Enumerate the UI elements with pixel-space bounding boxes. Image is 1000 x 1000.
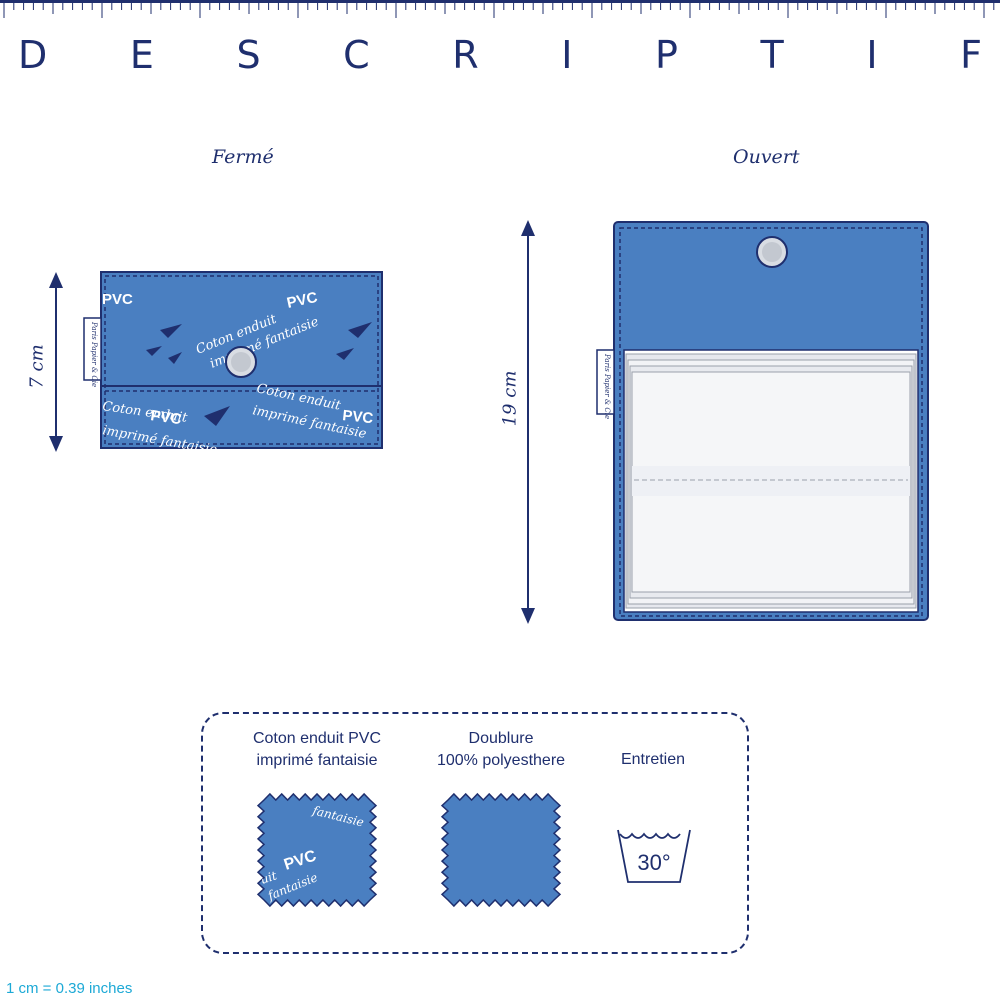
swatch-print-text: uit (259, 868, 279, 886)
open-view-label: Ouvert (733, 146, 800, 168)
conversion-footnote: 1 cm = 0.39 inches (6, 980, 133, 997)
title-letter: F (960, 33, 982, 77)
print-badge: PVC (285, 289, 319, 312)
open-height-arrow (521, 220, 535, 624)
open-wallet-illustration: Paris Papier & Cie (596, 221, 929, 621)
wash-30-icon: 30° (617, 829, 691, 883)
title-letter: S (236, 33, 261, 77)
fabric-info-line2: imprimé fantaisie (256, 752, 378, 769)
title-letter: R (452, 33, 479, 77)
fabric-info-line1: Coton enduit PVC (252, 730, 382, 747)
title-letter: D (18, 33, 48, 77)
title-letter: E (129, 33, 154, 77)
title-letter: C (343, 33, 370, 77)
lining-info-label: Doublure 100% polyesthere (406, 728, 596, 772)
wallet-tag-text: Paris Papier & Cie (603, 353, 611, 419)
print-badge: PVC (149, 407, 182, 428)
title-letter: T (760, 33, 784, 77)
care-instructions-label: Entretien (620, 751, 686, 768)
fabric-info-label: Coton enduit PVC imprimé fantaisie (222, 728, 412, 772)
page-title: D E S C R I P T I F (0, 30, 1000, 80)
title-letter: P (655, 33, 678, 77)
open-height-label: 19 cm (499, 370, 521, 427)
care-info-panel (201, 712, 749, 954)
fabric-swatch: fantaisie PVC uit fantaisie (256, 792, 378, 908)
ruler-strip (0, 0, 1000, 18)
print-badge: PVC (102, 291, 133, 308)
lining-swatch (440, 792, 562, 908)
title-letter: I (561, 33, 573, 77)
closed-view-label: Fermé (212, 146, 274, 168)
print-badge: PVC (342, 407, 375, 427)
lining-info-line1: Doublure (468, 730, 534, 747)
wash-temperature: 30° (637, 850, 670, 875)
wallet-tag-text: Paris Papier & Cie (90, 321, 98, 387)
closed-wallet-illustration: Paris Papier & Cie Coton enduit imprimé … (83, 271, 383, 454)
lining-info-line2: 100% polyesthere (436, 752, 566, 769)
closed-height-arrow (49, 272, 63, 452)
closed-height-label: 7 cm (26, 344, 48, 389)
title-letter: I (866, 33, 878, 77)
